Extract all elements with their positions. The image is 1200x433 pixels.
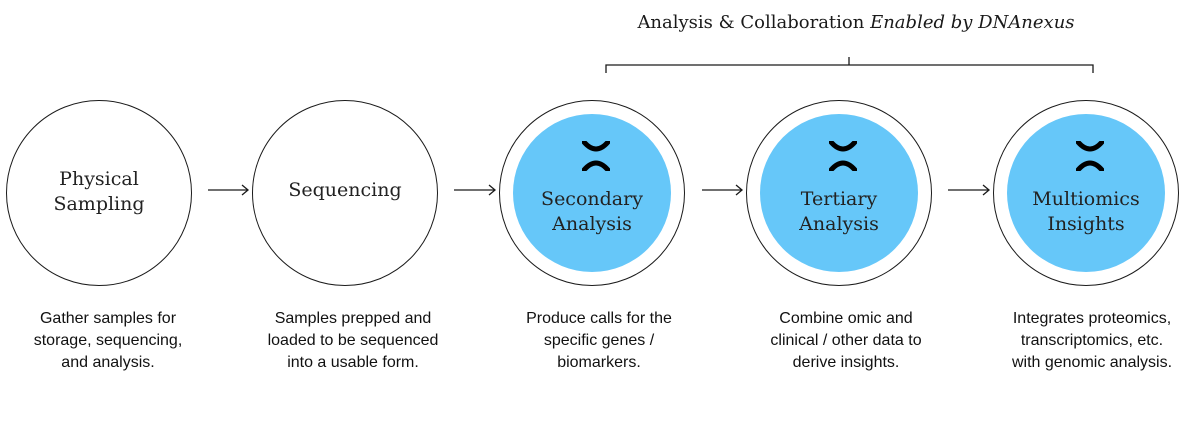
step-description: Combine omic and clinical / other data t… <box>741 308 951 374</box>
step-title-line: Analysis <box>552 213 632 235</box>
step-title: Secondary Analysis <box>499 187 685 237</box>
step-title: Tertiary Analysis <box>746 187 932 237</box>
description-line: transcriptomics, etc. <box>1020 332 1164 349</box>
description-line: biomarkers. <box>557 354 641 371</box>
header-prefix: Analysis & Collaboration <box>637 12 871 33</box>
step-circle <box>6 100 192 286</box>
step-description: Samples prepped and loaded to be sequenc… <box>248 308 458 374</box>
chromosome-icon <box>829 141 857 171</box>
step-title-line: Secondary <box>541 188 643 210</box>
step-title-line: Multiomics <box>1032 188 1140 210</box>
step-circle <box>252 100 438 286</box>
chromosome-icon <box>582 141 610 171</box>
description-line: Samples prepped and <box>274 310 432 327</box>
step-title-line: Sequencing <box>288 179 402 201</box>
step-title-line: Sampling <box>53 193 145 215</box>
step-highlight-circle <box>760 114 918 272</box>
arrow-right-icon <box>702 184 744 196</box>
step-highlight-circle <box>513 114 671 272</box>
step-tertiary-analysis: Tertiary Analysis <box>746 100 932 286</box>
step-description: Integrates proteomics, transcriptomics, … <box>987 308 1197 374</box>
step-secondary-analysis: Secondary Analysis <box>499 100 685 286</box>
description-line: Gather samples for <box>39 310 177 327</box>
collaboration-header: Analysis & Collaboration Enabled by DNAn… <box>600 12 1112 33</box>
description-line: into a usable form. <box>287 354 419 371</box>
step-sequencing: Sequencing <box>252 100 438 286</box>
description-line: with genomic analysis. <box>1011 354 1173 371</box>
step-physical-sampling: Physical Sampling <box>6 100 192 286</box>
step-title-line: Tertiary <box>800 188 878 210</box>
header-emphasis: Enabled by DNAnexus <box>870 12 1075 33</box>
description-line: clinical / other data to <box>770 332 922 349</box>
step-title-line: Physical <box>59 168 139 190</box>
description-line: Integrates proteomics, <box>1012 310 1172 327</box>
chromosome-icon <box>1076 141 1104 171</box>
step-title: Multiomics Insights <box>993 187 1179 237</box>
step-multiomics-insights: Multiomics Insights <box>993 100 1179 286</box>
step-title-line: Analysis <box>799 213 879 235</box>
step-description: Gather samples for storage, sequencing, … <box>3 308 213 374</box>
description-line: and analysis. <box>61 354 155 371</box>
description-line: Combine omic and <box>779 310 913 327</box>
step-title: Physical Sampling <box>6 167 192 217</box>
description-line: loaded to be sequenced <box>267 332 439 349</box>
description-line: storage, sequencing, <box>33 332 183 349</box>
step-title-line: Insights <box>1047 213 1125 235</box>
step-description: Produce calls for the specific genes / b… <box>494 308 704 374</box>
description-line: Produce calls for the <box>526 310 672 327</box>
arrow-right-icon <box>208 184 250 196</box>
step-highlight-circle <box>1007 114 1165 272</box>
step-title: Sequencing <box>252 178 438 203</box>
description-line: derive insights. <box>792 354 900 371</box>
arrow-right-icon <box>948 184 991 196</box>
arrow-right-icon <box>454 184 497 196</box>
description-line: specific genes / <box>543 332 655 349</box>
